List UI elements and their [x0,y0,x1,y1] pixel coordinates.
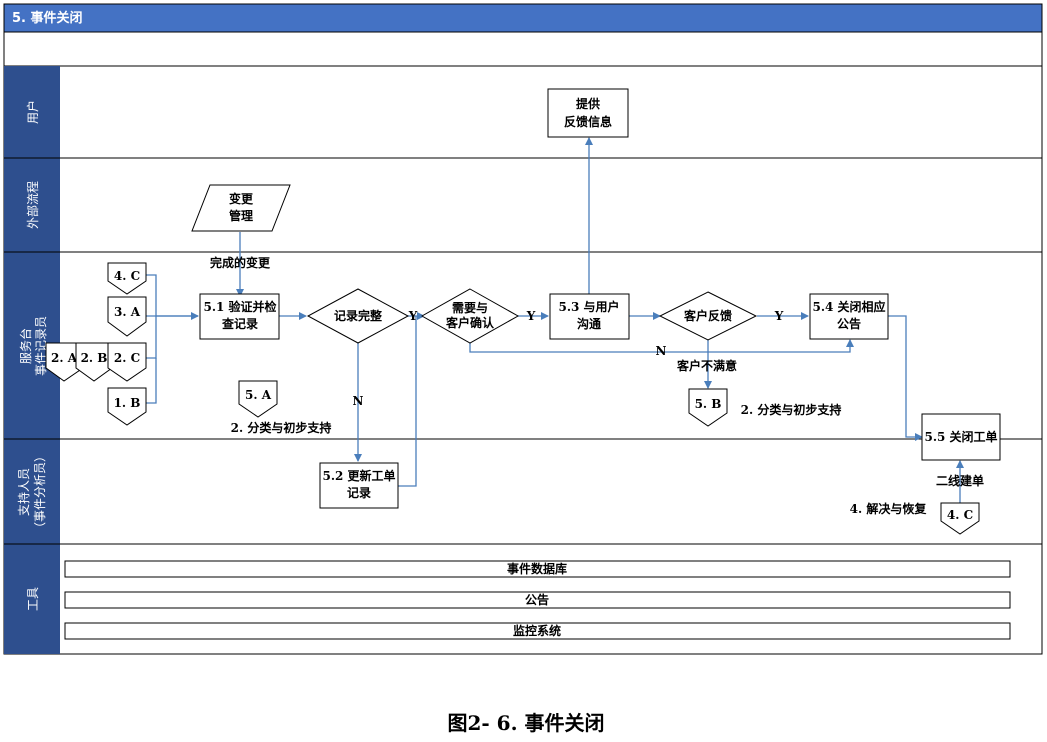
node-provide-feedback [547,88,629,138]
connector-3a-label: 3. A [114,305,141,319]
arrow-1b-to-51 [146,358,157,404]
connector-4c-bottom [940,502,980,535]
lanes-frame [3,65,1043,655]
tool-monitoring-system [64,622,1011,640]
node-change-management-line1: 变更 [229,191,254,206]
node-5-3-line2: 沟通 [577,316,601,331]
node-5-5-label: 5.5 关闭工单 [924,429,997,444]
connector-4c-top [107,262,147,295]
label-customer-unsatisfied: 客户不满意 [676,358,737,373]
label-n-confirm: N [656,344,667,358]
blank-row [3,31,1043,67]
node-5-1-line1: 5.1 验证并检 [203,299,276,314]
connector-1b [107,387,147,426]
node-5-4-line1: 5.4 关闭相应 [812,299,885,314]
connector-5a-label: 5. A [245,388,272,402]
lane-label-servicedesk-2: 事件记录员 [34,316,48,376]
label-second-line: 二线建单 [936,473,984,488]
tool-monitoring-system-label: 监控系统 [513,623,561,638]
label-y-feedback: Y [774,309,784,323]
connector-2b [75,342,113,382]
node-5-4-line2: 公告 [837,316,861,331]
node-5-2-line2: 记录 [347,486,371,500]
lane-label-tools: 工具 [26,587,40,611]
decision-customer-feedback-label: 客户反馈 [683,308,732,323]
arrow-confirm-to-54 [469,339,854,353]
connector-2c-label: 2. C [114,351,140,365]
connector-2a-label: 2. A [51,351,78,365]
connector-2c [107,342,147,382]
figure-caption: 图2- 6. 事件关闭 [447,711,604,735]
node-change-management-line2: 管理 [229,208,253,223]
connector-5b [688,388,728,427]
connector-2b-label: 2. B [81,351,108,365]
label-completed-change: 完成的变更 [210,255,271,270]
decision-confirm-customer [420,288,520,344]
decision-record-complete [306,288,410,344]
connector-3a [107,296,147,337]
decision-confirm-line2: 客户确认 [445,315,495,330]
label-y-complete: Y [408,309,418,323]
node-provide-feedback-line1: 提供 [576,96,600,111]
node-5-2-line1: 5.2 更新工单 [322,468,395,483]
decision-confirm-line1: 需要与 [452,300,488,315]
connector-4c-bottom-label: 4. C [947,508,973,522]
lane-label-servicedesk-1: 服务台 [18,328,33,364]
tool-notice [64,591,1011,609]
lane-label-user: 用户 [25,100,40,124]
node-5-4-close-notice [809,293,889,340]
label-n-complete: N [353,394,364,408]
tool-notice-label: 公告 [525,592,549,607]
decision-record-complete-label: 记录完整 [334,308,382,323]
lane-label-external: 外部流程 [25,181,40,229]
node-5-5-close-ticket [921,413,1001,461]
node-5-1-line2: 查记录 [221,316,258,331]
node-5-1-verify-record [199,293,280,340]
node-5-3-line1: 5.3 与用户 [558,299,619,314]
node-change-management [191,184,291,232]
arrow-52-to-confirm [398,316,417,487]
connector-5a [238,380,278,418]
tool-incident-database-label: 事件数据库 [507,561,567,576]
connector-5b-label: 5. B [695,397,722,411]
node-provide-feedback-line2: 反馈信息 [564,114,612,129]
connector-1b-label: 1. B [114,396,141,410]
lane-label-support-2: （事件分析员） [33,450,47,534]
label-classify-1: 2. 分类与初步支持 [231,420,332,435]
lane-label-support-1: 支持人员 [16,468,31,516]
node-5-2-update-ticket [319,462,399,509]
label-resolve-recover: 4. 解决与恢复 [850,501,928,516]
label-classify-2: 2. 分类与初步支持 [741,402,842,417]
node-5-3-communicate [549,293,630,340]
tool-incident-database [64,560,1011,578]
arrow-54-to-55 [888,315,923,441]
decision-customer-feedback [658,291,758,341]
label-y-confirm: Y [526,309,536,323]
connector-4c-top-label: 4. C [114,269,140,283]
page-title: 5. 事件关闭 [12,10,83,26]
title-bar [3,3,1043,33]
